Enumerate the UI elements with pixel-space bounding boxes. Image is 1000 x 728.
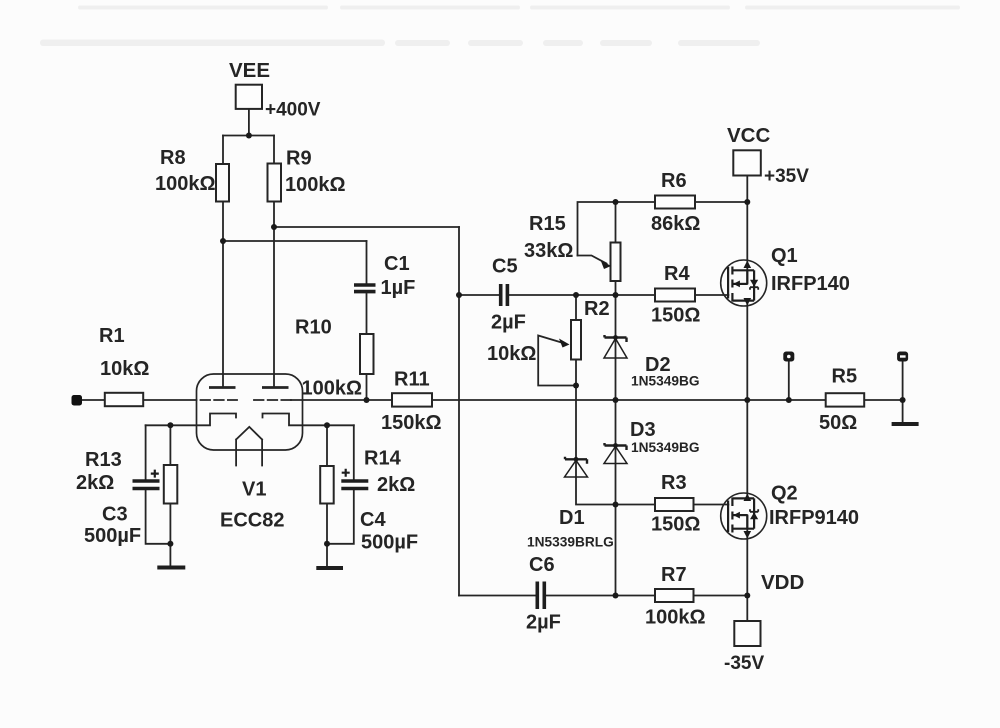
svg-text:R9: R9 bbox=[286, 148, 312, 170]
svg-text:100kΩ: 100kΩ bbox=[645, 607, 706, 629]
svg-text:R5: R5 bbox=[832, 366, 858, 388]
svg-text:1N5349BG: 1N5349BG bbox=[631, 374, 699, 389]
svg-text:Q1: Q1 bbox=[771, 245, 798, 267]
svg-text:2µF: 2µF bbox=[526, 612, 561, 634]
svg-text:100kΩ: 100kΩ bbox=[285, 174, 346, 196]
svg-text:R8: R8 bbox=[160, 147, 186, 169]
svg-text:D1: D1 bbox=[559, 507, 585, 529]
svg-text:-35V: -35V bbox=[724, 653, 764, 674]
svg-text:R2: R2 bbox=[584, 298, 610, 320]
svg-text:C4: C4 bbox=[360, 509, 386, 531]
svg-text:33kΩ: 33kΩ bbox=[524, 240, 573, 262]
svg-text:R3: R3 bbox=[661, 472, 687, 494]
svg-text:150kΩ: 150kΩ bbox=[381, 412, 442, 434]
svg-text:2kΩ: 2kΩ bbox=[76, 472, 114, 494]
svg-text:2µF: 2µF bbox=[491, 312, 526, 334]
svg-text:C1: C1 bbox=[384, 253, 410, 275]
svg-text:1N5339BRLG: 1N5339BRLG bbox=[527, 535, 614, 550]
svg-text:R4: R4 bbox=[664, 263, 690, 285]
svg-text:500µF: 500µF bbox=[84, 525, 141, 547]
svg-text:86kΩ: 86kΩ bbox=[651, 213, 700, 235]
svg-text:D2: D2 bbox=[645, 354, 671, 376]
svg-text:R7: R7 bbox=[661, 564, 687, 586]
svg-text:C5: C5 bbox=[492, 256, 518, 278]
svg-text:R6: R6 bbox=[661, 170, 687, 192]
svg-text:R10: R10 bbox=[295, 317, 332, 339]
svg-text:IRFP140: IRFP140 bbox=[771, 273, 850, 295]
svg-text:150Ω: 150Ω bbox=[651, 514, 700, 536]
svg-text:R11: R11 bbox=[394, 369, 430, 391]
svg-text:10kΩ: 10kΩ bbox=[487, 343, 536, 365]
svg-text:2kΩ: 2kΩ bbox=[377, 474, 415, 496]
svg-text:1µF: 1µF bbox=[381, 277, 416, 299]
svg-text:VCC: VCC bbox=[727, 124, 770, 147]
svg-text:50Ω: 50Ω bbox=[819, 412, 857, 434]
svg-text:150Ω: 150Ω bbox=[651, 305, 700, 327]
svg-text:R1: R1 bbox=[99, 325, 125, 347]
svg-text:C3: C3 bbox=[102, 504, 128, 526]
svg-text:+35V: +35V bbox=[764, 166, 809, 187]
svg-text:100kΩ: 100kΩ bbox=[302, 378, 363, 400]
svg-text:Q2: Q2 bbox=[771, 483, 798, 505]
svg-text:1N5349BG: 1N5349BG bbox=[631, 440, 699, 455]
svg-text:ECC82: ECC82 bbox=[220, 510, 284, 532]
svg-text:IRFP9140: IRFP9140 bbox=[769, 507, 859, 529]
svg-text:VEE: VEE bbox=[229, 59, 270, 82]
svg-text:R13: R13 bbox=[85, 449, 122, 471]
svg-text:100kΩ: 100kΩ bbox=[155, 173, 216, 195]
svg-text:10kΩ: 10kΩ bbox=[100, 358, 149, 380]
svg-text:+400V: +400V bbox=[265, 100, 321, 121]
svg-text:C6: C6 bbox=[529, 554, 555, 576]
svg-text:D3: D3 bbox=[630, 419, 656, 441]
svg-text:R15: R15 bbox=[529, 213, 566, 235]
svg-text:R14: R14 bbox=[364, 448, 402, 470]
svg-text:500µF: 500µF bbox=[361, 532, 418, 554]
svg-text:V1: V1 bbox=[242, 479, 266, 501]
svg-text:VDD: VDD bbox=[761, 571, 804, 594]
